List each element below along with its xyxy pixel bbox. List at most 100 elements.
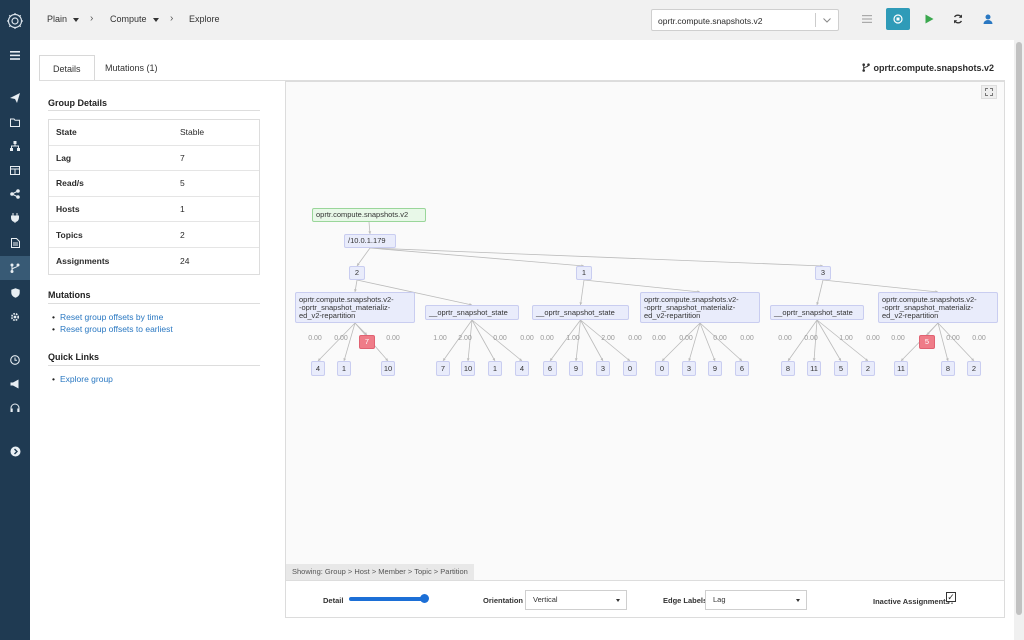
partition-node[interactable]: 8 xyxy=(781,361,795,376)
partition-node[interactable]: 0 xyxy=(655,361,669,376)
table-icon[interactable] xyxy=(0,163,30,177)
headset-icon[interactable] xyxy=(0,401,30,415)
megaphone-icon[interactable] xyxy=(0,377,30,391)
shield-icon[interactable] xyxy=(0,286,30,300)
detail-value: 7 xyxy=(180,152,185,163)
menu-icon[interactable] xyxy=(0,48,30,62)
branch-icon[interactable] xyxy=(0,256,30,280)
partition-node[interactable]: 6 xyxy=(543,361,557,376)
partition-node[interactable]: 11 xyxy=(807,361,821,376)
sidebar xyxy=(0,0,30,640)
settings-icon[interactable] xyxy=(0,310,30,324)
graph-edge xyxy=(442,319,473,362)
divider xyxy=(48,110,260,111)
graph-edge xyxy=(369,247,585,267)
user-button[interactable] xyxy=(976,8,1000,30)
play-icon xyxy=(925,14,933,24)
scrollbar-thumb[interactable] xyxy=(1016,42,1022,615)
edge-arrow xyxy=(712,358,716,361)
edge-arrow xyxy=(385,358,388,361)
reset-offsets-by-time-link[interactable]: Reset group offsets by time xyxy=(52,312,173,324)
graph-panel: oprtr.compute.snapshots.v2/10.0.1.179 2 1 3… xyxy=(285,81,1005,618)
topic-node[interactable]: __oprtr_snapshot_state xyxy=(425,305,519,320)
refresh-button[interactable] xyxy=(946,8,970,30)
edge-arrow xyxy=(519,358,522,361)
group-select[interactable]: oprtr.compute.snapshots.v2 xyxy=(651,9,839,31)
orientation-value: Vertical xyxy=(533,595,558,604)
partition-node[interactable]: 8 xyxy=(941,361,955,376)
host-node[interactable]: /10.0.1.179 xyxy=(344,234,396,248)
graph-edge xyxy=(937,322,975,362)
member-node[interactable]: 1 xyxy=(576,266,592,280)
partition-node[interactable]: 3 xyxy=(682,361,696,376)
group-select-value: oprtr.compute.snapshots.v2 xyxy=(658,16,763,26)
detail-slider[interactable] xyxy=(349,594,429,603)
topic-node[interactable]: __oprtr_snapshot_state xyxy=(770,305,864,320)
partition-node[interactable]: 6 xyxy=(735,361,749,376)
play-button[interactable] xyxy=(917,8,941,30)
share-icon[interactable] xyxy=(0,187,30,201)
graph-edge xyxy=(467,319,473,362)
member-node[interactable]: 2 xyxy=(349,266,365,280)
partition-node-lagging[interactable]: 7 xyxy=(359,335,375,349)
partition-node[interactable]: 10 xyxy=(461,361,475,376)
stop-button[interactable] xyxy=(886,8,910,30)
file-icon[interactable] xyxy=(0,236,30,250)
edge-arrow xyxy=(788,358,791,361)
folder-icon[interactable] xyxy=(0,115,30,129)
scrollbar[interactable] xyxy=(1014,40,1024,640)
partition-node[interactable]: 7 xyxy=(436,361,450,376)
edge-labels-select[interactable]: Lag xyxy=(705,590,807,610)
clock-icon[interactable] xyxy=(0,353,30,367)
inactive-assignments-checkbox[interactable]: ✓ xyxy=(946,592,956,602)
tab-details[interactable]: Details xyxy=(39,55,95,81)
detail-value: Stable xyxy=(180,127,205,138)
top-bar: Plain › Compute › Explore oprtr.compute.… xyxy=(30,0,1024,40)
partition-node[interactable]: 1 xyxy=(337,361,351,376)
breadcrumb-compute[interactable]: Compute xyxy=(110,14,159,24)
edge-arrow xyxy=(812,358,816,361)
partition-node[interactable]: 4 xyxy=(311,361,325,376)
partition-node[interactable]: 4 xyxy=(515,361,529,376)
partition-node[interactable]: 2 xyxy=(967,361,981,376)
partition-node[interactable]: 0 xyxy=(623,361,637,376)
topic-node[interactable]: oprtr.compute.snapshots.v2--oprtr_snapsh… xyxy=(878,292,998,323)
partition-node[interactable]: 11 xyxy=(894,361,908,376)
member-node[interactable]: 3 xyxy=(815,266,831,280)
partition-node[interactable]: 10 xyxy=(381,361,395,376)
divider xyxy=(48,365,260,366)
topic-node[interactable]: oprtr.compute.snapshots.v2--oprtr_snapsh… xyxy=(295,292,415,323)
breadcrumb-explore: Explore xyxy=(189,14,220,24)
plug-icon[interactable] xyxy=(0,211,30,225)
list-button[interactable] xyxy=(855,8,879,30)
graph-edge xyxy=(816,319,842,362)
partition-node[interactable]: 3 xyxy=(596,361,610,376)
partition-node[interactable]: 2 xyxy=(861,361,875,376)
partition-node-lagging[interactable]: 5 xyxy=(919,335,935,349)
group-name-label: oprtr.compute.snapshots.v2 xyxy=(873,63,994,73)
topic-node[interactable]: oprtr.compute.snapshots.v2--oprtr_snapsh… xyxy=(640,292,760,323)
sitemap-icon[interactable] xyxy=(0,139,30,153)
slider-thumb[interactable] xyxy=(420,594,429,603)
send-icon[interactable] xyxy=(0,91,30,105)
partition-node[interactable]: 9 xyxy=(708,361,722,376)
orientation-label: Orientation xyxy=(483,596,524,605)
tab-mutations[interactable]: Mutations (1) xyxy=(105,63,158,73)
partition-node[interactable]: 1 xyxy=(488,361,502,376)
partition-node[interactable]: 9 xyxy=(569,361,583,376)
user-icon xyxy=(983,14,993,24)
partition-node[interactable]: 5 xyxy=(834,361,848,376)
topic-node[interactable]: __oprtr_snapshot_state xyxy=(532,305,629,320)
quick-links: Explore group xyxy=(52,374,113,386)
reset-offsets-to-earliest-link[interactable]: Reset group offsets to earliest xyxy=(52,324,173,336)
root-group-node[interactable]: oprtr.compute.snapshots.v2 xyxy=(312,208,426,222)
logo-icon[interactable] xyxy=(0,8,30,34)
breadcrumb-plain[interactable]: Plain xyxy=(47,14,80,24)
arrow-right-icon[interactable] xyxy=(0,444,30,458)
graph-edge xyxy=(816,279,824,306)
orientation-select[interactable]: Vertical xyxy=(525,590,627,610)
fullscreen-button[interactable] xyxy=(981,85,997,99)
refresh-icon xyxy=(953,14,963,24)
edge-lag-label: 1.00 xyxy=(566,335,580,342)
explore-group-link[interactable]: Explore group xyxy=(52,374,113,386)
